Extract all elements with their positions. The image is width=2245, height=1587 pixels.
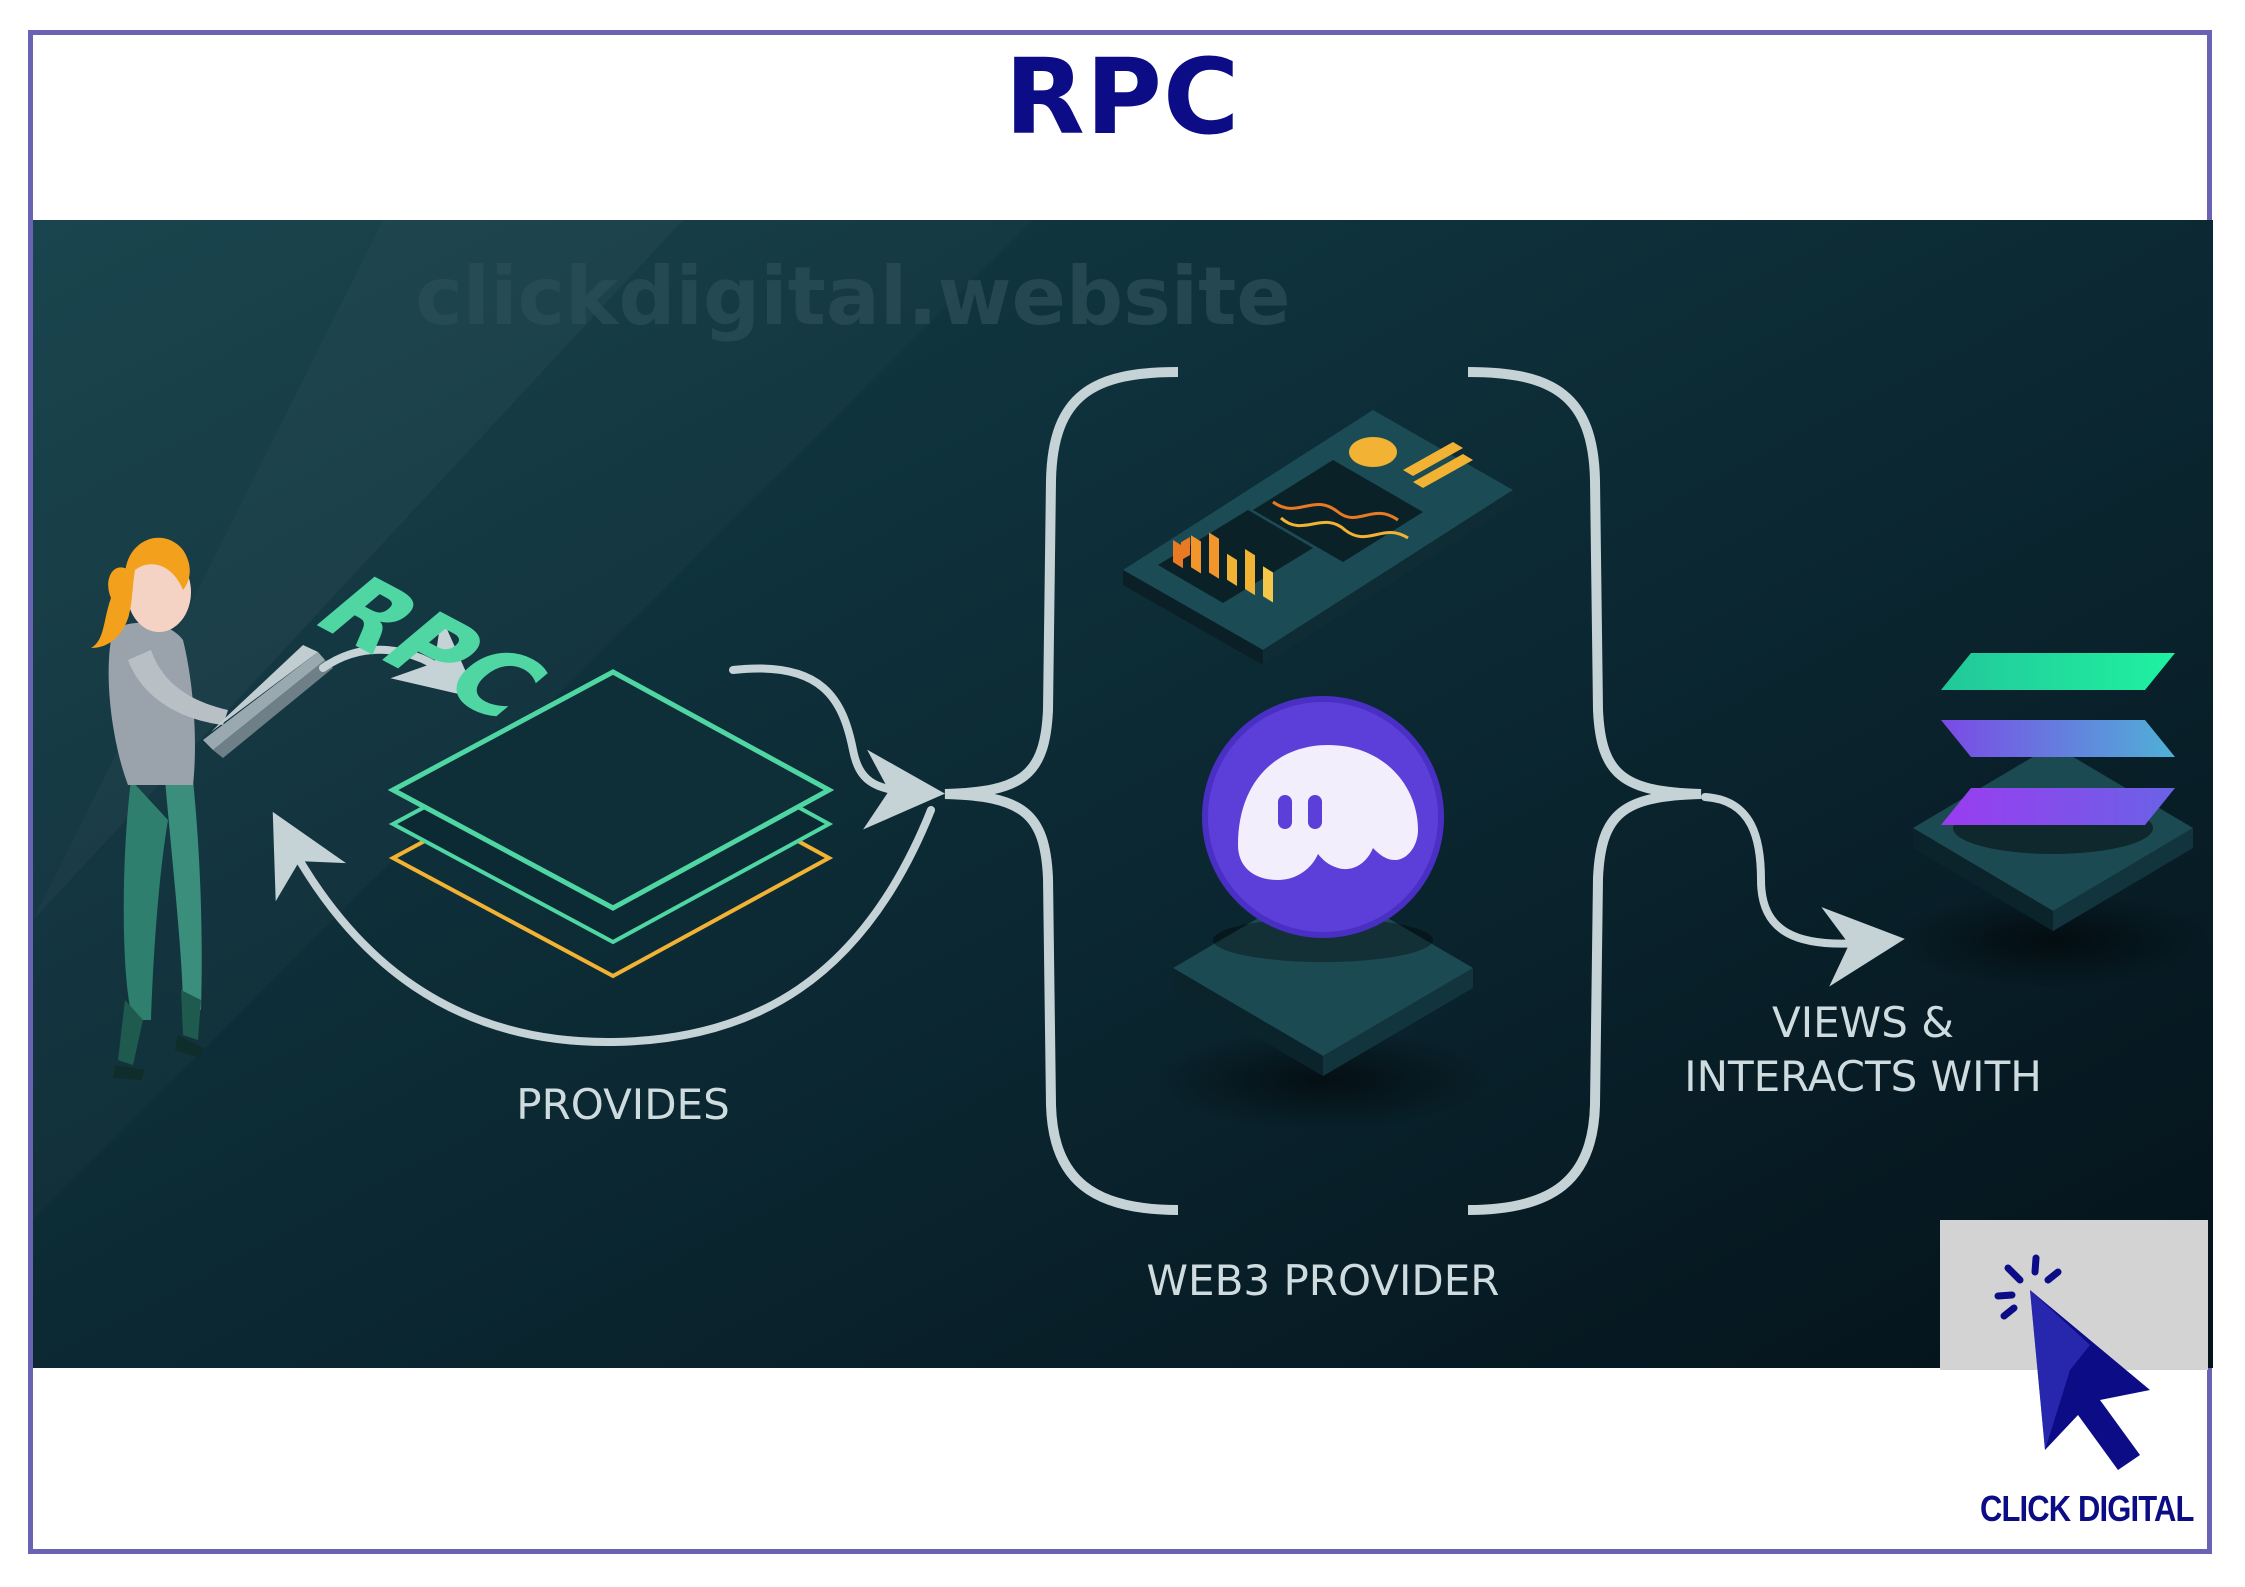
cursor-click-icon [1994, 1254, 2150, 1470]
left-brace [944, 367, 1179, 1215]
solana-logo-icon [1893, 653, 2213, 988]
page-title: RPC [1004, 36, 1241, 158]
forward-arrow [729, 664, 945, 830]
web3-provider-label: WEB3 PROVIDER [1146, 1256, 1500, 1305]
diagram-panel: RPC [33, 220, 2213, 1368]
interact-arrow [1701, 793, 1905, 987]
views-label-line1: VIEWS & [1772, 998, 1954, 1047]
provides-arrow [272, 806, 935, 1047]
logo-text: CLICK DIGITAL [1980, 1488, 2194, 1529]
phantom-wallet-icon [1153, 696, 1493, 1130]
provides-label: PROVIDES [516, 1080, 730, 1129]
right-brace [1467, 367, 1702, 1215]
views-label-line2: INTERACTS WITH [1684, 1052, 2042, 1101]
user-with-laptop-icon [91, 537, 333, 1080]
watermark: clickdigital.website [415, 250, 1291, 343]
dashboard-device-icon [1123, 410, 1513, 665]
diagram-canvas: RPC [33, 220, 2213, 1368]
request-arrow [319, 616, 478, 699]
